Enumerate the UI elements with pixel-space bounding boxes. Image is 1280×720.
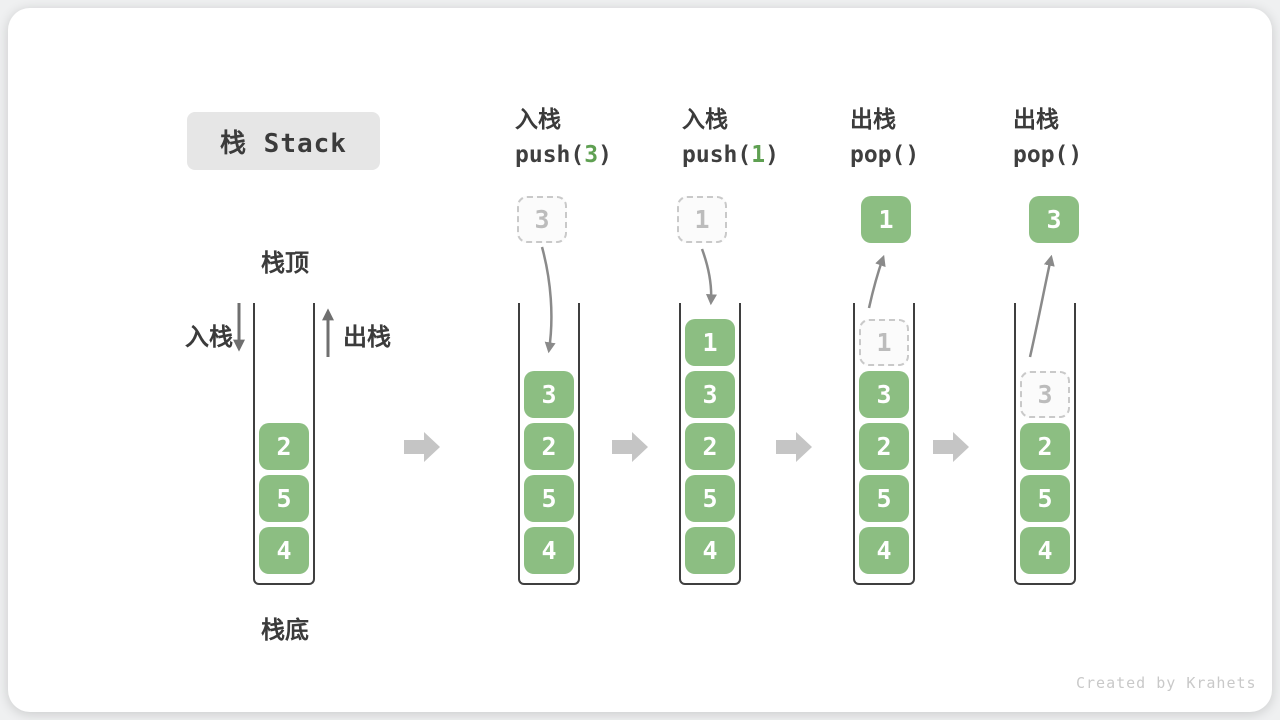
title-text: 栈 Stack — [220, 128, 347, 159]
op-code-arg: 3 — [584, 142, 599, 168]
stack3-block: 5 — [685, 475, 735, 522]
op-label-pop-2: 出栈 pop() — [1013, 105, 1082, 170]
op-code: push(1) — [682, 142, 779, 168]
stack5-block: 4 — [1020, 527, 1070, 574]
op-label-push-3: 入栈 push(3) — [515, 105, 612, 170]
op-name: 入栈 — [515, 107, 561, 133]
title-box: 栈 Stack — [187, 112, 380, 170]
stack3-block: 1 — [685, 319, 735, 366]
stack5-block: 2 — [1020, 423, 1070, 470]
stack5-block: 5 — [1020, 475, 1070, 522]
pop-side-label: 出栈 — [343, 323, 391, 351]
popped-block-3: 3 — [1029, 196, 1079, 243]
stack-bottom-label: 栈底 — [261, 616, 309, 644]
op-label-pop-1: 出栈 pop() — [850, 105, 919, 170]
stack4-ghost-block: 1 — [859, 319, 909, 366]
stack3-block: 2 — [685, 423, 735, 470]
stack2-block: 2 — [524, 423, 574, 470]
stack2-block: 5 — [524, 475, 574, 522]
stack5-ghost-block: 3 — [1020, 371, 1070, 418]
op-name: 入栈 — [682, 107, 728, 133]
stack4-block: 3 — [859, 371, 909, 418]
stack4-block: 5 — [859, 475, 909, 522]
popped-block-1: 1 — [861, 196, 911, 243]
stack4-block: 4 — [859, 527, 909, 574]
stack-top-label: 栈顶 — [261, 249, 309, 277]
floating-block-push-3: 3 — [517, 196, 567, 243]
watermark: Created by Krahets — [1076, 674, 1257, 692]
op-label-push-1: 入栈 push(1) — [682, 105, 779, 170]
push-side-label: 入栈 — [185, 323, 233, 351]
stack3-block: 3 — [685, 371, 735, 418]
floating-block-push-1: 1 — [677, 196, 727, 243]
stack3-block: 4 — [685, 527, 735, 574]
op-code: push(3) — [515, 142, 612, 168]
op-code-arg: 1 — [751, 142, 766, 168]
stack1-block: 5 — [259, 475, 309, 522]
stack2-block: 4 — [524, 527, 574, 574]
op-code: pop() — [850, 142, 920, 168]
op-name: 出栈 — [850, 107, 896, 133]
stack2-block: 3 — [524, 371, 574, 418]
op-name: 出栈 — [1013, 107, 1059, 133]
op-code: pop() — [1013, 142, 1083, 168]
stack1-block: 2 — [259, 423, 309, 470]
stack1-block: 4 — [259, 527, 309, 574]
stack4-block: 2 — [859, 423, 909, 470]
